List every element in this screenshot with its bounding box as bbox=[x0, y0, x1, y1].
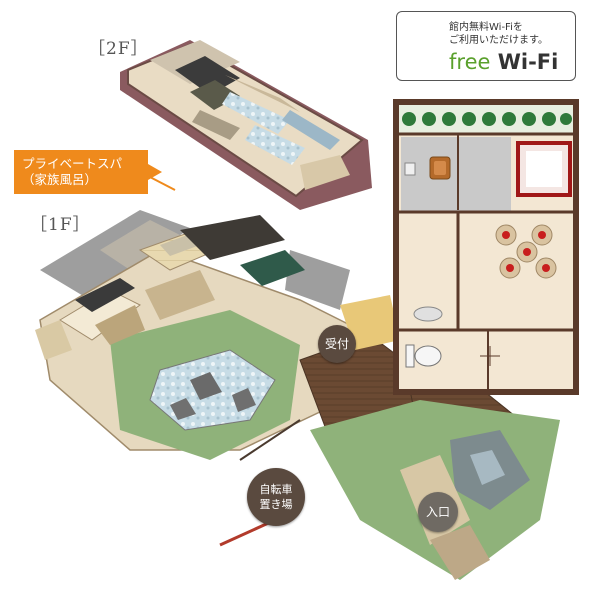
callout-arrow-icon bbox=[148, 164, 162, 180]
bike-label-line1: 自転車 bbox=[259, 483, 293, 496]
bike-label-line2: 置き場 bbox=[259, 498, 293, 511]
private-spa-subtitle: （家族風呂） bbox=[22, 172, 98, 187]
floor-2f-building bbox=[120, 40, 372, 210]
wifi-logo-text: free Wi-Fi bbox=[449, 50, 558, 74]
entrance-marker: 入口 bbox=[418, 492, 458, 532]
entrance-label: 入口 bbox=[425, 505, 450, 519]
floor-label-1f: ［1F］ bbox=[30, 215, 91, 235]
wifi-notice-line1: 館内無料Wi-Fiを bbox=[449, 22, 523, 33]
wifi-word: Wi-Fi bbox=[497, 50, 559, 74]
private-spa-callout: プライベートスパ （家族風呂） bbox=[14, 150, 162, 194]
bicycle-parking-marker: 自転車 置き場 bbox=[247, 468, 305, 526]
table-icon bbox=[495, 224, 557, 279]
reception-marker: 受付 bbox=[318, 325, 356, 363]
reception-label: 受付 bbox=[324, 337, 349, 351]
toilet-icon bbox=[405, 344, 442, 368]
wifi-notice-line2: ご利用いただけます。 bbox=[449, 35, 548, 46]
private-spa-floorplan bbox=[393, 99, 579, 395]
plant-row bbox=[402, 112, 572, 126]
floor-label-2f: ［2F］ bbox=[88, 39, 149, 59]
wifi-notice: 館内無料Wi-Fiを ご利用いただけます。 free Wi-Fi bbox=[396, 11, 576, 81]
free-word: free bbox=[449, 50, 491, 74]
private-spa-title: プライベートスパ bbox=[22, 156, 123, 171]
